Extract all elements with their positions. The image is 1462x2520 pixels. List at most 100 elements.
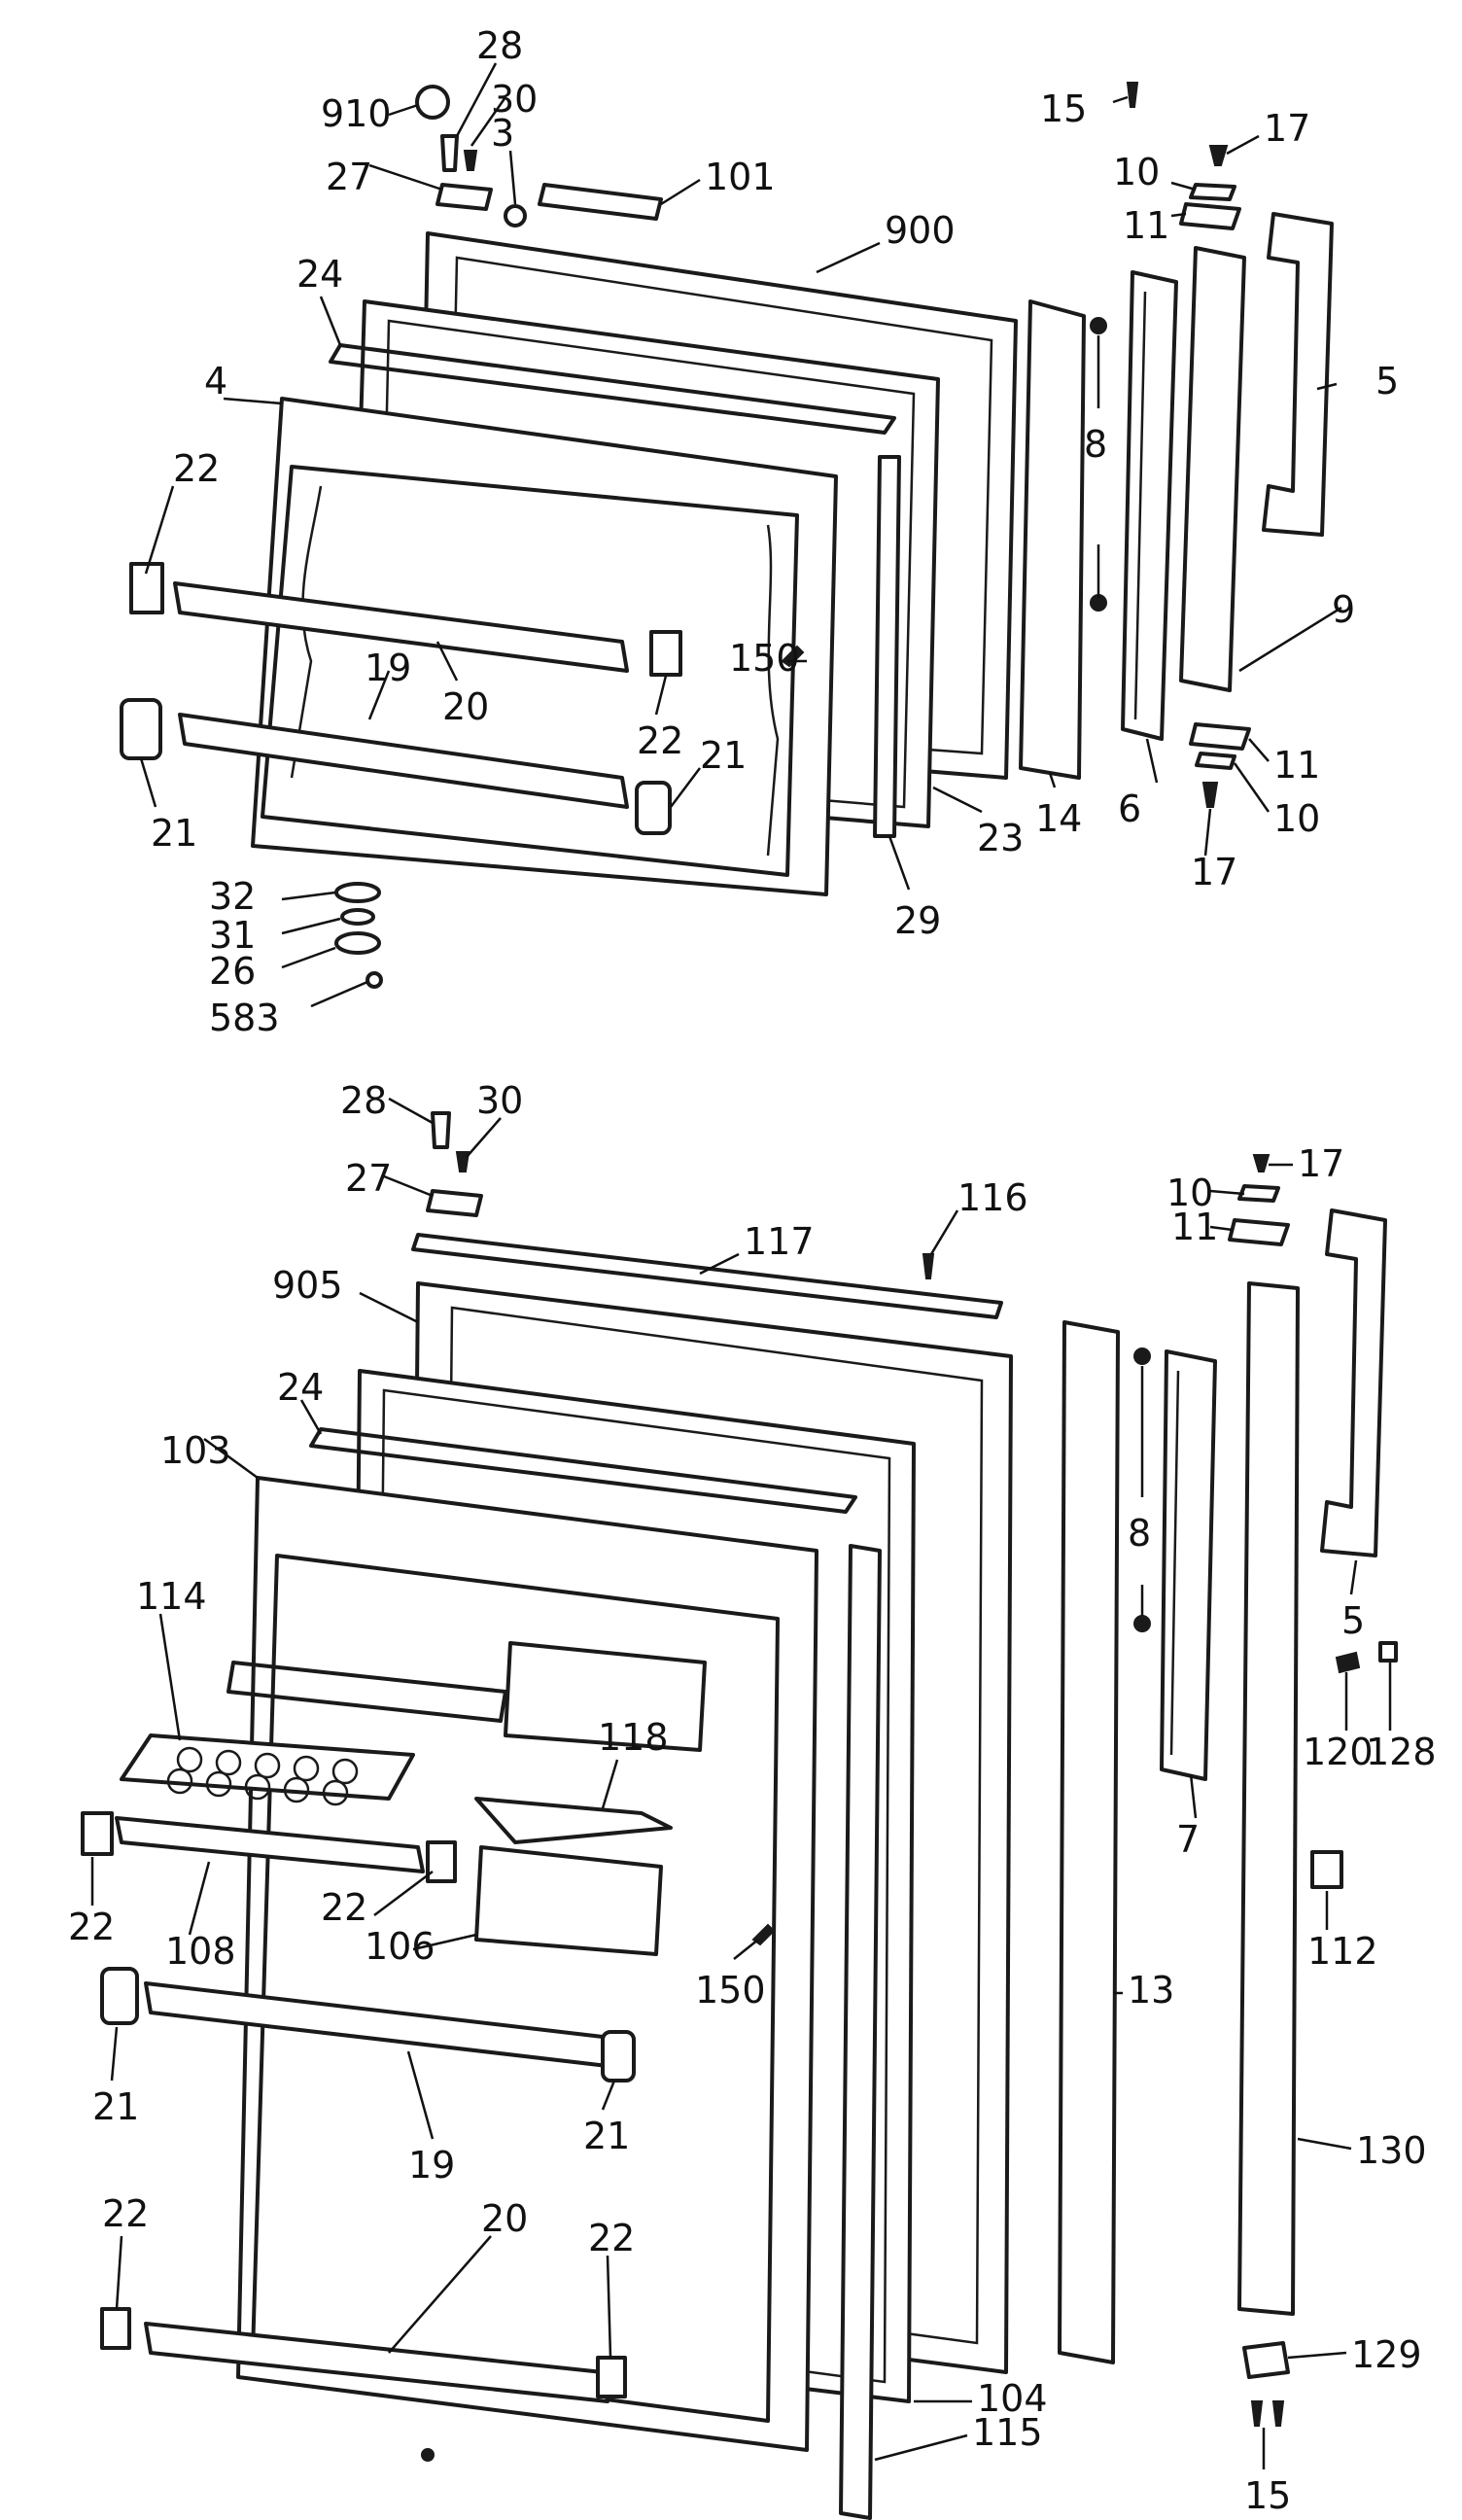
fresh-food-callouts: 28 30 27 117 116 905 24 103 114 118 22 1… — [68, 1079, 1437, 2517]
callout-22d: 22 — [321, 1886, 367, 1929]
callout-17: 17 — [1264, 107, 1310, 150]
callout-32: 32 — [209, 875, 256, 918]
trim-117 — [411, 1233, 1003, 1319]
callout-17b: 17 — [1191, 851, 1237, 893]
freezer-door-assembly — [120, 62, 1342, 1008]
shelf-clip-22d — [426, 1840, 457, 1883]
pin-28 — [440, 134, 459, 172]
callout-31: 31 — [209, 914, 256, 957]
callout-19: 19 — [365, 647, 411, 689]
callout-583: 583 — [209, 997, 280, 1039]
channel-6 — [1121, 270, 1178, 741]
screw-17c — [1252, 1154, 1271, 1172]
dairy-door-118 — [474, 1797, 673, 1844]
egg-cups — [166, 1746, 359, 1806]
callout-27: 27 — [326, 156, 372, 198]
callout-118: 118 — [598, 1716, 669, 1759]
callout-4: 4 — [204, 360, 227, 402]
shim-10c — [1237, 1184, 1280, 1203]
callout-21d: 21 — [583, 2115, 630, 2157]
screw-150b — [751, 1923, 776, 1946]
callout-103: 103 — [160, 1429, 231, 1472]
callout-11b: 11 — [1273, 744, 1320, 787]
callout-6: 6 — [1118, 788, 1141, 830]
trim-13 — [1058, 1320, 1120, 2364]
upper-shelf — [226, 1661, 507, 1723]
end-cap-21 — [120, 698, 162, 760]
callout-17c: 17 — [1298, 1142, 1344, 1185]
callout-26: 26 — [209, 950, 256, 993]
strip-115 — [839, 1544, 882, 2520]
callout-10c: 10 — [1166, 1172, 1213, 1214]
callout-117: 117 — [744, 1220, 815, 1263]
screw-8 — [1090, 317, 1107, 334]
callout-9: 9 — [1332, 588, 1355, 631]
shelf-bar-20b — [144, 2322, 609, 2403]
callout-19b: 19 — [408, 2144, 455, 2187]
callout-10: 10 — [1113, 151, 1160, 193]
screw-15b — [1250, 2400, 1264, 2427]
callout-21: 21 — [700, 734, 747, 777]
callout-20b: 20 — [481, 2197, 528, 2240]
callout-20: 20 — [442, 685, 489, 728]
screw-8d — [1133, 1615, 1151, 1632]
callout-5b: 5 — [1341, 1599, 1365, 1642]
callout-13: 13 — [1128, 1969, 1174, 2012]
callout-5: 5 — [1375, 360, 1399, 402]
handle-5b — [1320, 1208, 1387, 1558]
screw-15 — [1126, 82, 1139, 108]
callout-22e: 22 — [102, 2192, 149, 2235]
end-cap-129 — [1242, 2341, 1290, 2379]
hinge-27 — [435, 183, 493, 211]
clip-128 — [1378, 1641, 1398, 1662]
shelf-clip-22e — [100, 2307, 131, 2350]
callout-28b: 28 — [340, 1079, 387, 1122]
hinge-11 — [1179, 202, 1241, 230]
fresh-food-door-assembly — [81, 1097, 1398, 2520]
screw-116 — [922, 1253, 935, 1279]
callout-150: 150 — [729, 637, 800, 680]
callout-27b: 27 — [345, 1157, 392, 1200]
handle-101 — [538, 183, 663, 221]
callout-7: 7 — [1176, 1818, 1200, 1861]
callout-101: 101 — [705, 156, 776, 198]
callout-22: 22 — [173, 447, 220, 490]
breaker-strip-24b — [309, 1427, 857, 1514]
callout-106: 106 — [365, 1925, 435, 1968]
hinge-11b — [1189, 722, 1251, 751]
callout-28: 28 — [476, 24, 523, 67]
hinge-27b — [426, 1189, 483, 1217]
screw-30b — [455, 1151, 470, 1172]
handle-cover-9 — [1179, 246, 1246, 692]
screw-583 — [366, 971, 383, 989]
callout-905: 905 — [272, 1264, 343, 1307]
callout-114: 114 — [136, 1575, 207, 1618]
screw-17b — [1201, 782, 1219, 808]
callout-22f: 22 — [588, 2217, 635, 2259]
end-cap-21b — [635, 781, 672, 835]
callout-21c: 21 — [92, 2085, 139, 2128]
callout-104: 104 — [977, 2377, 1048, 2420]
callout-900: 900 — [885, 209, 956, 252]
end-cap-21c — [100, 1967, 139, 2025]
callout-29: 29 — [894, 899, 941, 942]
shelf-clip-22b — [649, 630, 682, 677]
trim-14 — [1019, 299, 1086, 780]
freezer-callouts: 910 28 30 27 3 101 900 24 4 22 19 20 150… — [151, 24, 1399, 1039]
callout-112: 112 — [1307, 1930, 1378, 1973]
door-liner-103 — [236, 1476, 818, 2452]
callout-30: 30 — [491, 78, 538, 121]
shelf-clip-22c — [81, 1811, 114, 1856]
callout-30b: 30 — [476, 1079, 523, 1122]
dairy-bin-118 — [504, 1641, 707, 1752]
callout-24b: 24 — [277, 1366, 324, 1409]
screw-loose — [421, 2448, 435, 2462]
callout-24: 24 — [296, 253, 343, 296]
insert-112 — [1310, 1850, 1343, 1889]
strip-29 — [873, 455, 901, 838]
shim-10 — [1189, 183, 1236, 201]
callout-128: 128 — [1366, 1731, 1437, 1773]
screw-17 — [1208, 145, 1229, 166]
bearing-26 — [334, 931, 381, 955]
